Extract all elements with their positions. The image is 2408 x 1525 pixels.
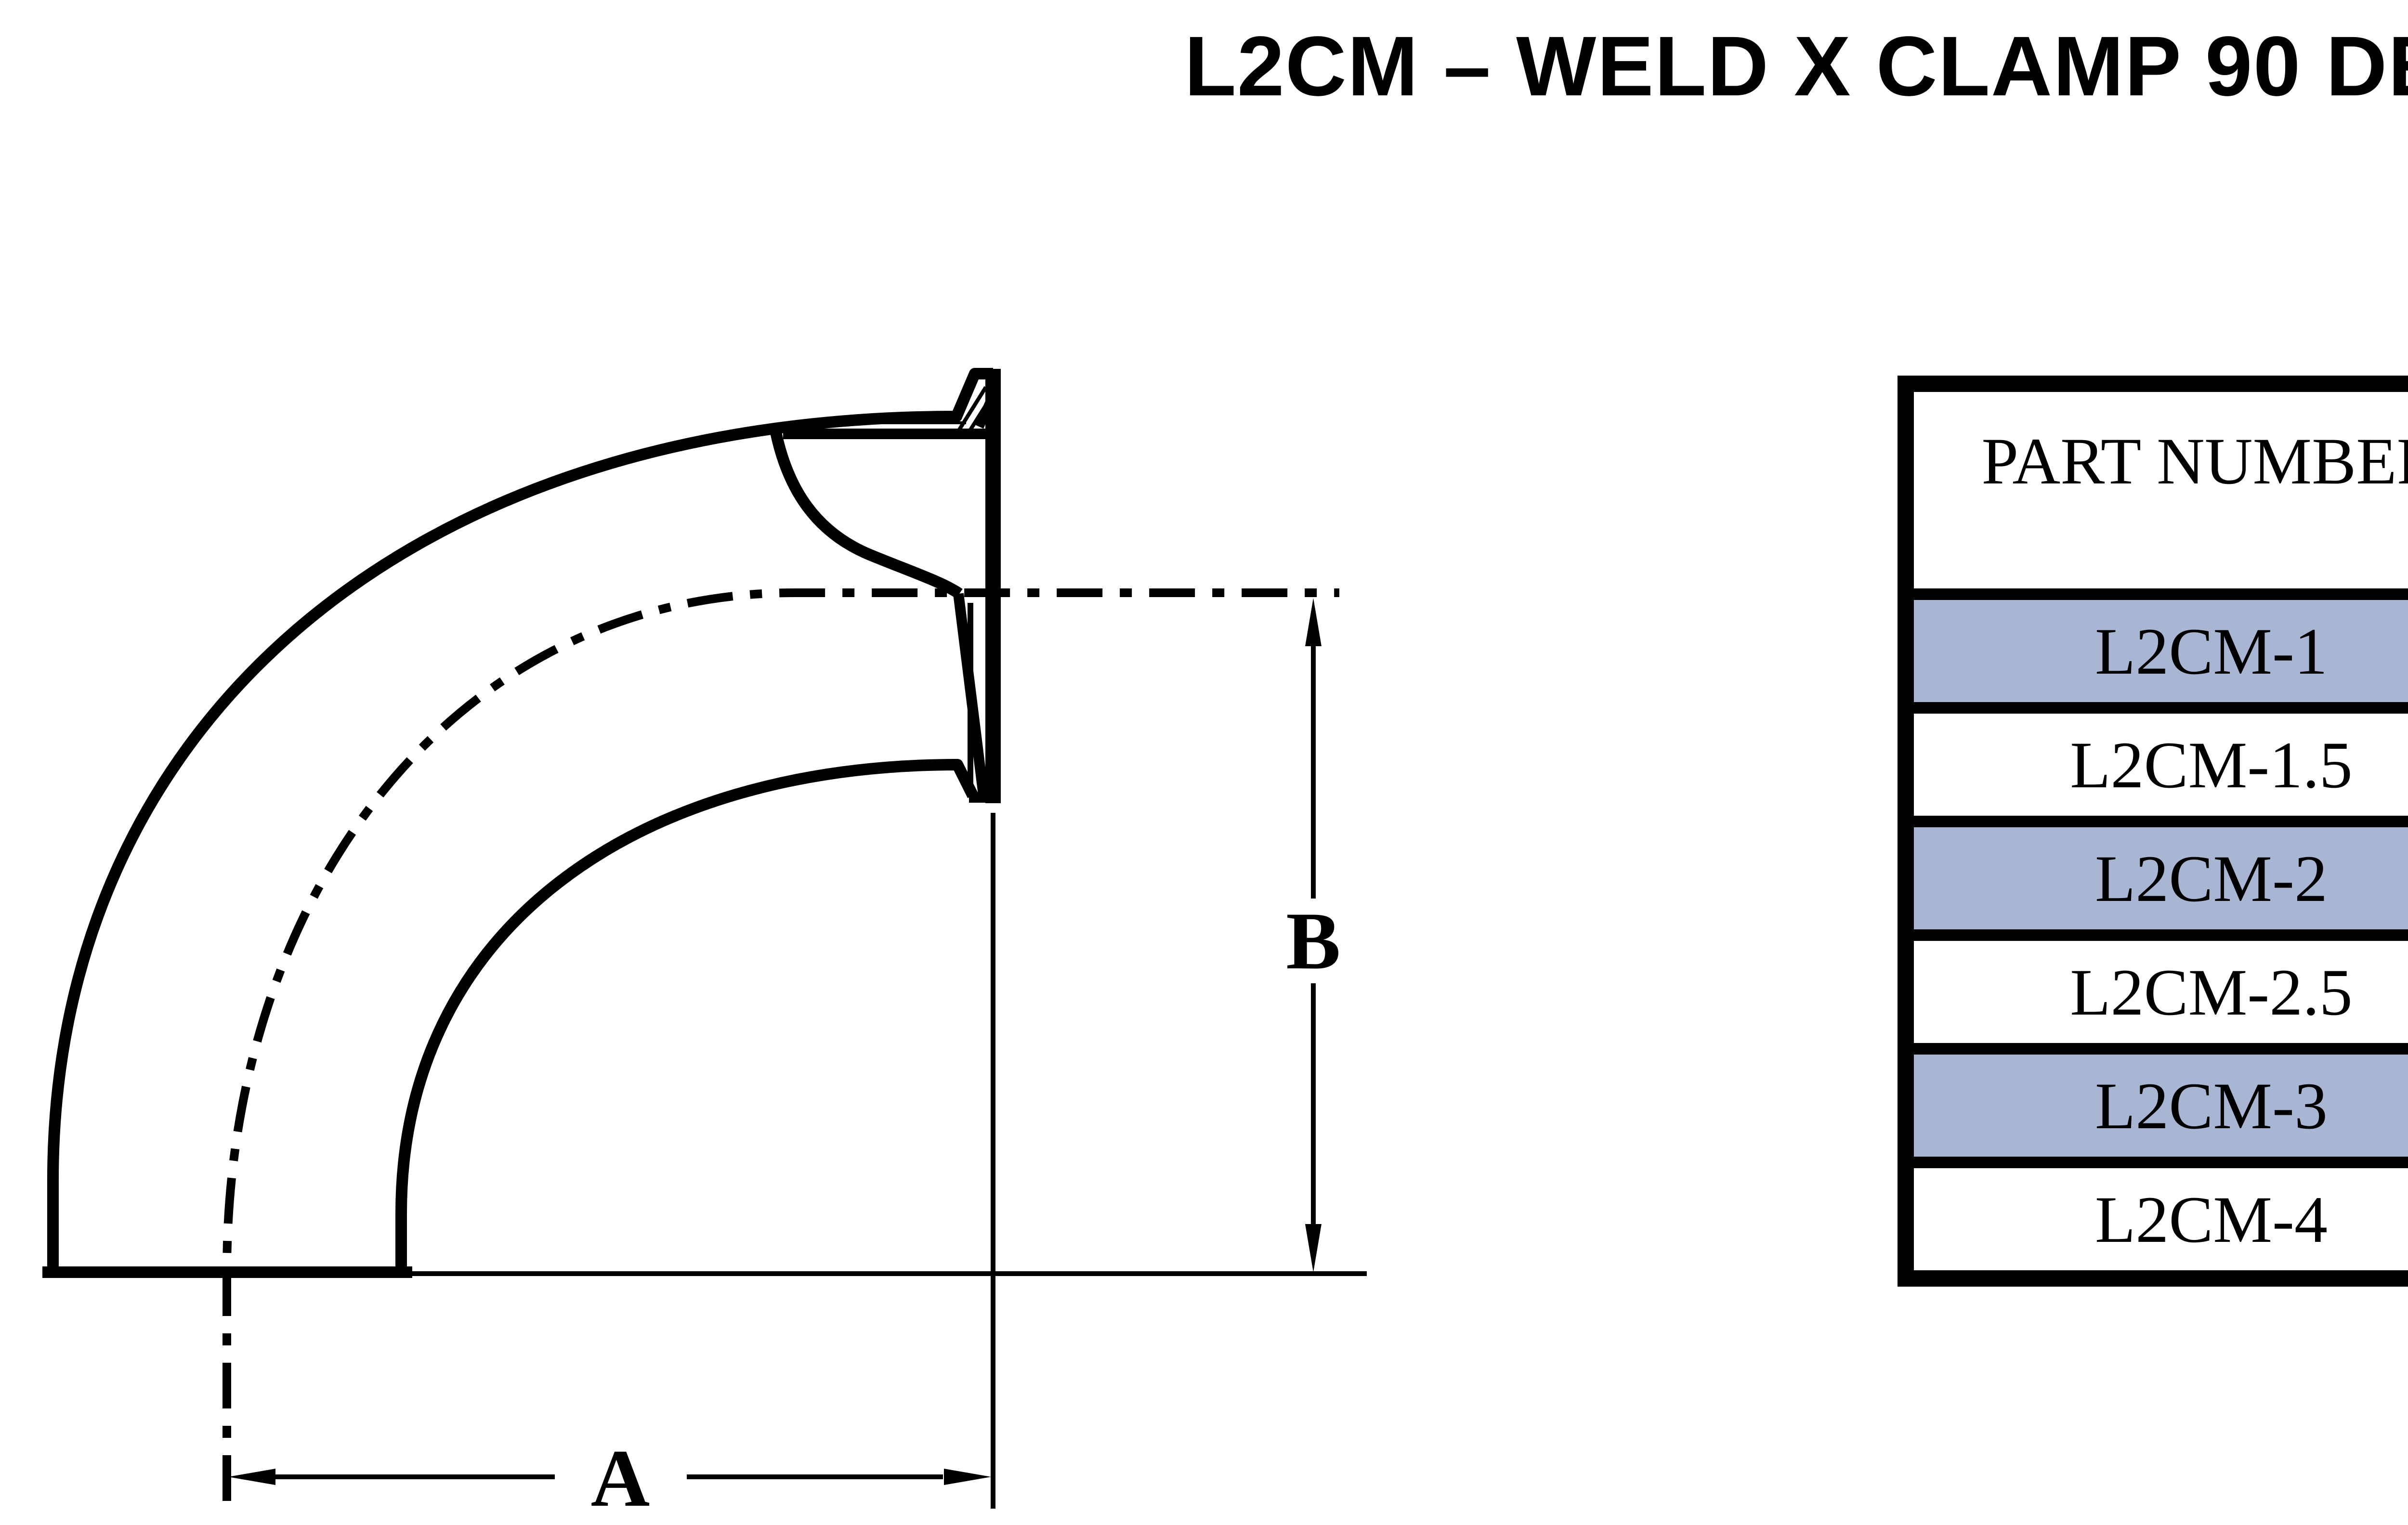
- hatch-line-1: [957, 386, 988, 431]
- outer-contour: [47, 368, 993, 1278]
- dim-a-arrow-left: [228, 1469, 275, 1485]
- table-cell: L2CM-4: [1902, 1157, 2408, 1284]
- table-cell: L2CM-1.5: [1902, 702, 2408, 827]
- table-row: L2CM-1.51-1/23.4382.938: [1902, 702, 2408, 827]
- table-row: L2CM-336.8136.313: [1902, 1043, 2408, 1168]
- table-cell: L2CM-2: [1902, 816, 2408, 941]
- centerline-path: [222, 588, 1339, 1501]
- spec-table: PART NUMBER SIZE (inches) A (inches) B (…: [1898, 376, 2408, 1287]
- col-header-part-number: PART NUMBER: [1902, 378, 2408, 600]
- table-row: L2CM-448.9388.313: [1902, 1157, 2408, 1284]
- page-title: L2CM – WELD X CLAMP 90 DEGREE ELBOW: [1184, 19, 2408, 114]
- dim-a-arrow-right: [944, 1469, 991, 1485]
- ferrule-neck-curve: [770, 431, 963, 599]
- table-cell: L2CM-2.5: [1902, 929, 2408, 1055]
- table-header: PART NUMBER SIZE (inches) A (inches) B (…: [1902, 378, 2408, 600]
- table-row: L2CM-112.5632.063: [1902, 588, 2408, 714]
- hatch-line-3: [974, 393, 998, 429]
- dim-b-arrow-up: [1305, 598, 1322, 646]
- inner-contour: [395, 759, 978, 1267]
- table-row: L2CM-224.5634.063: [1902, 816, 2408, 941]
- table-body: L2CM-112.5632.063L2CM-1.51-1/23.4382.938…: [1902, 588, 2408, 1284]
- dim-label-b: B: [1286, 896, 1340, 986]
- table-cell: L2CM-1: [1902, 588, 2408, 714]
- dim-b-arrow-down: [1305, 1224, 1322, 1272]
- table-header-row: PART NUMBER SIZE (inches) A (inches) B (…: [1902, 378, 2408, 600]
- col-header-label: PART NUMBER: [1981, 424, 2408, 498]
- table-cell: L2CM-3: [1902, 1043, 2408, 1168]
- table-row: L2CM-2.52-1/25.6885.188: [1902, 929, 2408, 1055]
- dim-label-a: A: [591, 1433, 650, 1524]
